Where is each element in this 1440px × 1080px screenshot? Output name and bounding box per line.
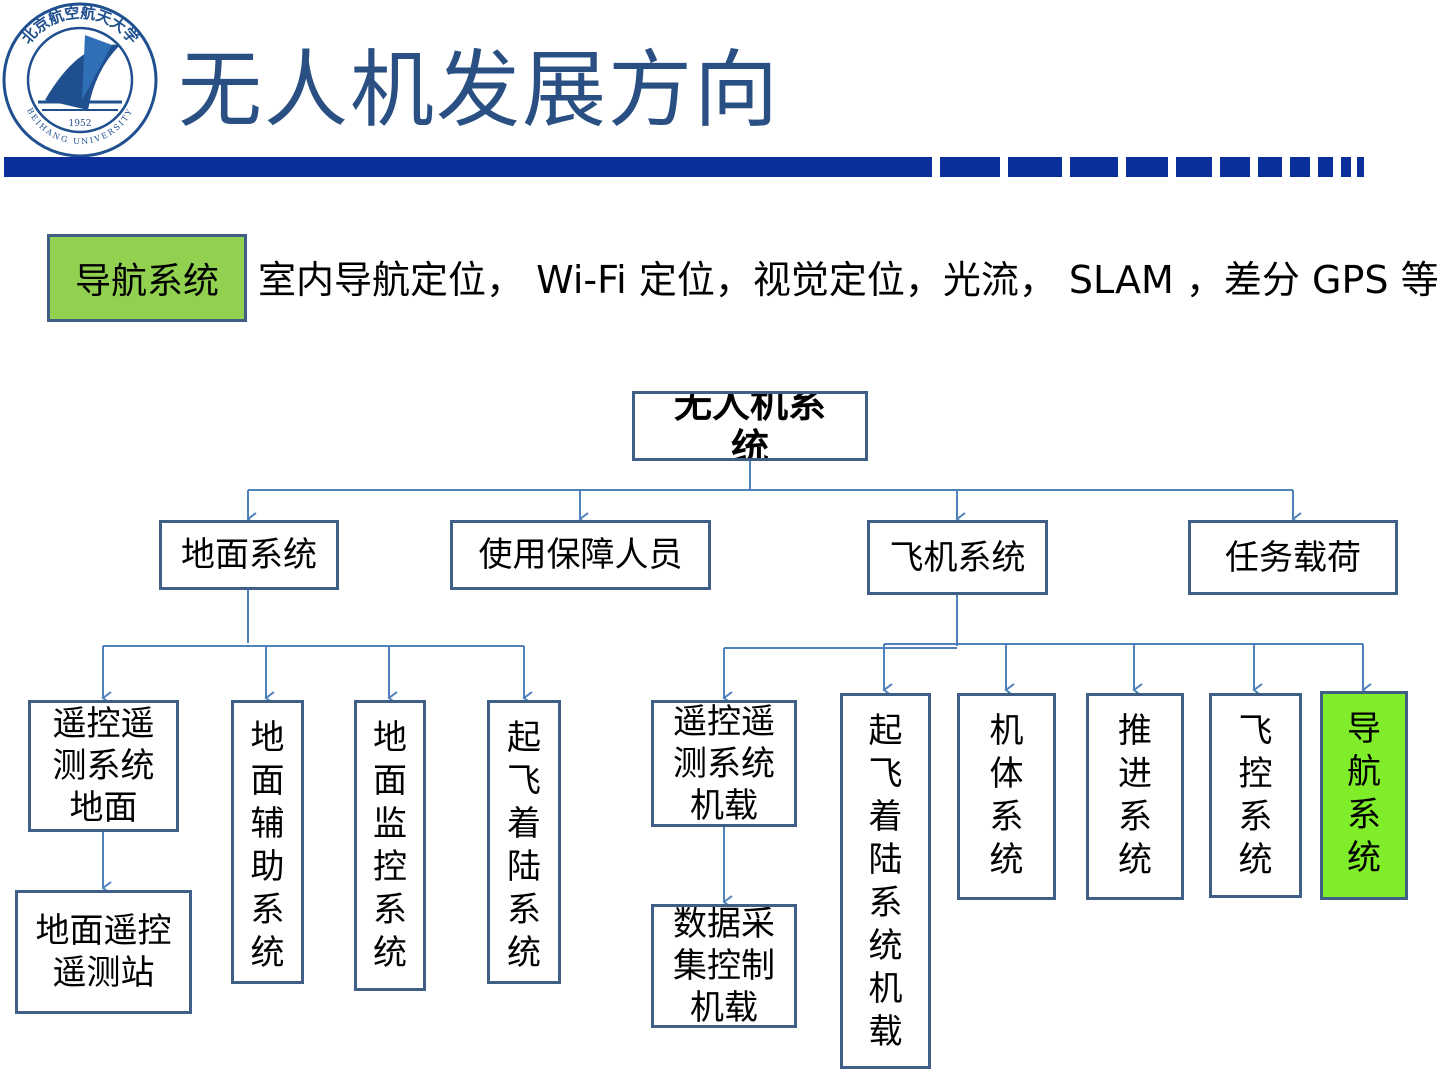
node-airframe-system: 机体系统 xyxy=(957,693,1056,900)
navigation-highlight-badge: 导航系统 xyxy=(47,234,247,322)
node-support-personnel: 使用保障人员 xyxy=(450,520,711,590)
node-propulsion-system: 推进系统 xyxy=(1086,693,1184,900)
navigation-description: 室内导航定位， Wi-Fi 定位，视觉定位，光流， SLAM ，差分 GPS 等 xyxy=(258,258,1439,302)
node-ground-system: 地面系统 xyxy=(159,520,339,590)
slide-title: 无人机发展方向 xyxy=(178,41,781,139)
node-takeoff-landing-onboard: 起飞着陆系统机载 xyxy=(840,693,931,1069)
node-ground-telemetry: 遥控遥测系统地面 xyxy=(28,700,179,832)
beihang-logo: 北京航空航天大学 BEIHANG UNIVERSITY 1952 xyxy=(2,2,158,158)
logo-year: 1952 xyxy=(69,119,92,129)
node-flight-control-system: 飞控系统 xyxy=(1209,693,1302,898)
node-ground-station: 地面遥控遥测站 xyxy=(15,890,192,1014)
node-ground-auxiliary: 地面辅助系统 xyxy=(231,700,304,984)
node-uav-system: 无人机系统 xyxy=(632,391,868,461)
node-ground-monitoring: 地面监控系统 xyxy=(354,700,426,991)
node-mission-payload: 任务载荷 xyxy=(1188,520,1398,595)
node-navigation-system: 导航系统 xyxy=(1320,691,1408,900)
node-aircraft-system: 飞机系统 xyxy=(867,520,1048,595)
node-data-acquisition: 数据采集控制机载 xyxy=(651,904,797,1028)
node-takeoff-landing: 起飞着陆系统 xyxy=(487,700,561,984)
node-onboard-telemetry: 遥控遥测系统机载 xyxy=(651,700,797,827)
